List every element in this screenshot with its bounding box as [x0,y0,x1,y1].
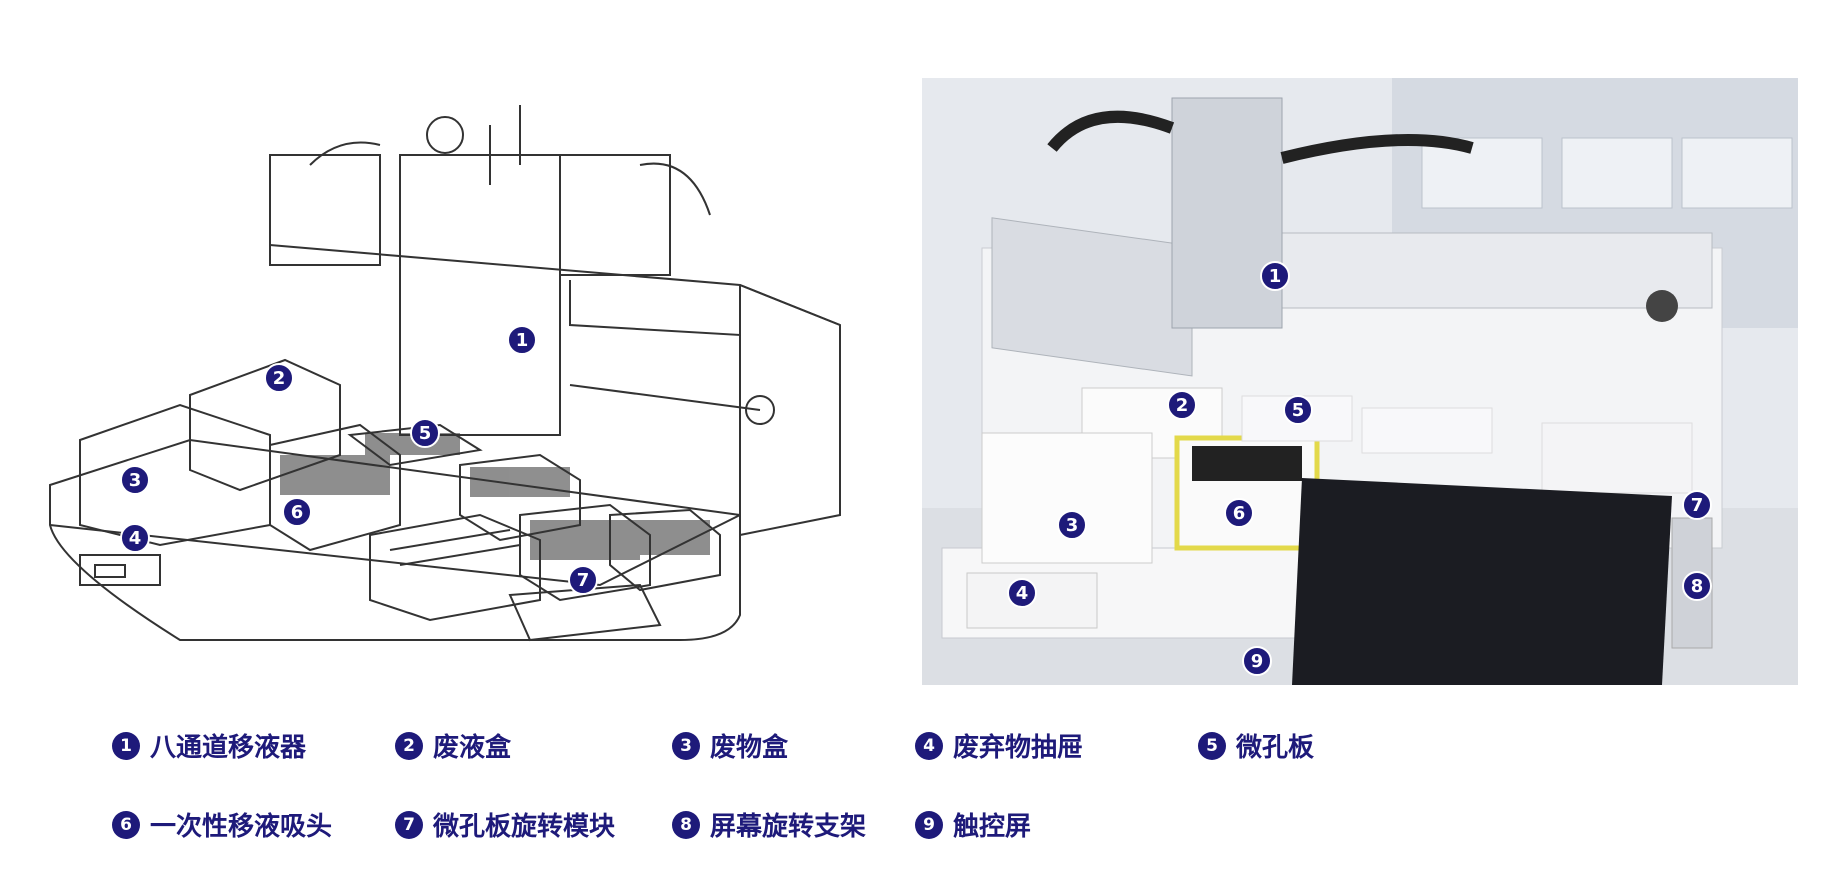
legend-num-2: 2 [395,731,423,760]
legend-num-4: 4 [915,731,943,760]
pipette-head-frame [399,154,561,436]
touch-screen [1292,478,1672,685]
legend-num-3: 3 [672,731,700,760]
photo-badge-3: 3 [1057,510,1087,540]
drawing-badge-5: 5 [410,418,440,448]
microplate-wells-4 [620,520,710,555]
microplate-3 [519,503,651,602]
drawing-badge-4: 4 [120,523,150,553]
waste-box [79,403,271,547]
legend-label-4: 废弃物抽屉 [953,733,1084,763]
instrument-line-drawing [49,105,841,642]
drawing-badge-6: 6 [282,497,312,527]
rotation-module [1541,422,1693,494]
gantry-left-block [269,154,381,266]
microplate-4 [609,508,721,592]
legend-item-6: 6 一次性移液吸头 [112,806,332,843]
belt-pulley [1646,290,1678,322]
drawing-badge-7: 7 [568,565,598,595]
photo-badge-2: 2 [1167,390,1197,420]
photo-badge-5: 5 [1283,395,1313,425]
instrument-photo [922,78,1798,685]
pipette-head [1171,97,1283,329]
waste-box [981,432,1153,564]
legend-item-2: 2 废液盒 [395,727,511,764]
legend-label-6: 一次性移液吸头 [150,812,333,842]
legend-item-8: 8 屏幕旋转支架 [672,806,866,843]
legend-num-6: 6 [112,810,140,839]
photo-badge-4: 4 [1007,578,1037,608]
legend-item-9: 9 触控屏 [915,806,1031,843]
legend-num-7: 7 [395,810,423,839]
belt-pulley [745,395,775,425]
rotation-module [508,583,662,642]
photo-badge-7: 7 [1682,490,1712,520]
legend-num-8: 8 [672,810,700,839]
photo-badge-6: 6 [1224,498,1254,528]
photo-badge-8: 8 [1682,571,1712,601]
drawing-badge-2: 2 [264,363,294,393]
microplate-wells-2 [470,467,570,497]
legend-num-9: 9 [915,810,943,839]
legend-label-9: 触控屏 [953,812,1032,842]
tip-rack [269,423,401,552]
back-frame [269,244,841,537]
tip-rack-tips [280,455,390,495]
photo-badge-1: 1 [1260,261,1290,291]
waste-drawer [79,554,161,586]
legend-item-7: 7 微孔板旋转模块 [395,806,615,843]
cable-chain [1047,110,1175,152]
reagent-reservoir [369,513,541,622]
legend-item-5: 5 微孔板 [1198,727,1314,764]
legend-label-1: 八通道移液器 [150,733,307,763]
legend-item-4: 4 废弃物抽屉 [915,727,1083,764]
legend-item-3: 3 废物盒 [672,727,788,764]
legend-num-5: 5 [1198,731,1226,760]
gantry-arm [991,217,1193,377]
photo-badge-9: 9 [1242,646,1272,676]
base-tray [49,438,741,641]
legend-label-5: 微孔板 [1236,733,1315,763]
line-drawing-panel: 1 2 3 4 5 6 7 [40,95,880,685]
drawing-badge-3: 3 [120,465,150,495]
drawing-badge-1: 1 [507,325,537,355]
legend-label-2: 废液盒 [433,733,512,763]
legend-label-8: 屏幕旋转支架 [710,812,867,842]
instrument-photo-panel: 1 2 3 4 5 6 7 8 9 [922,78,1798,685]
legend-item-1: 1 八通道移液器 [112,727,306,764]
legend-num-1: 1 [112,731,140,760]
tip-rack-tips [1192,446,1302,481]
legend-label-3: 废物盒 [710,733,789,763]
legend-label-7: 微孔板旋转模块 [433,812,616,842]
gantry-right-block [559,154,671,276]
